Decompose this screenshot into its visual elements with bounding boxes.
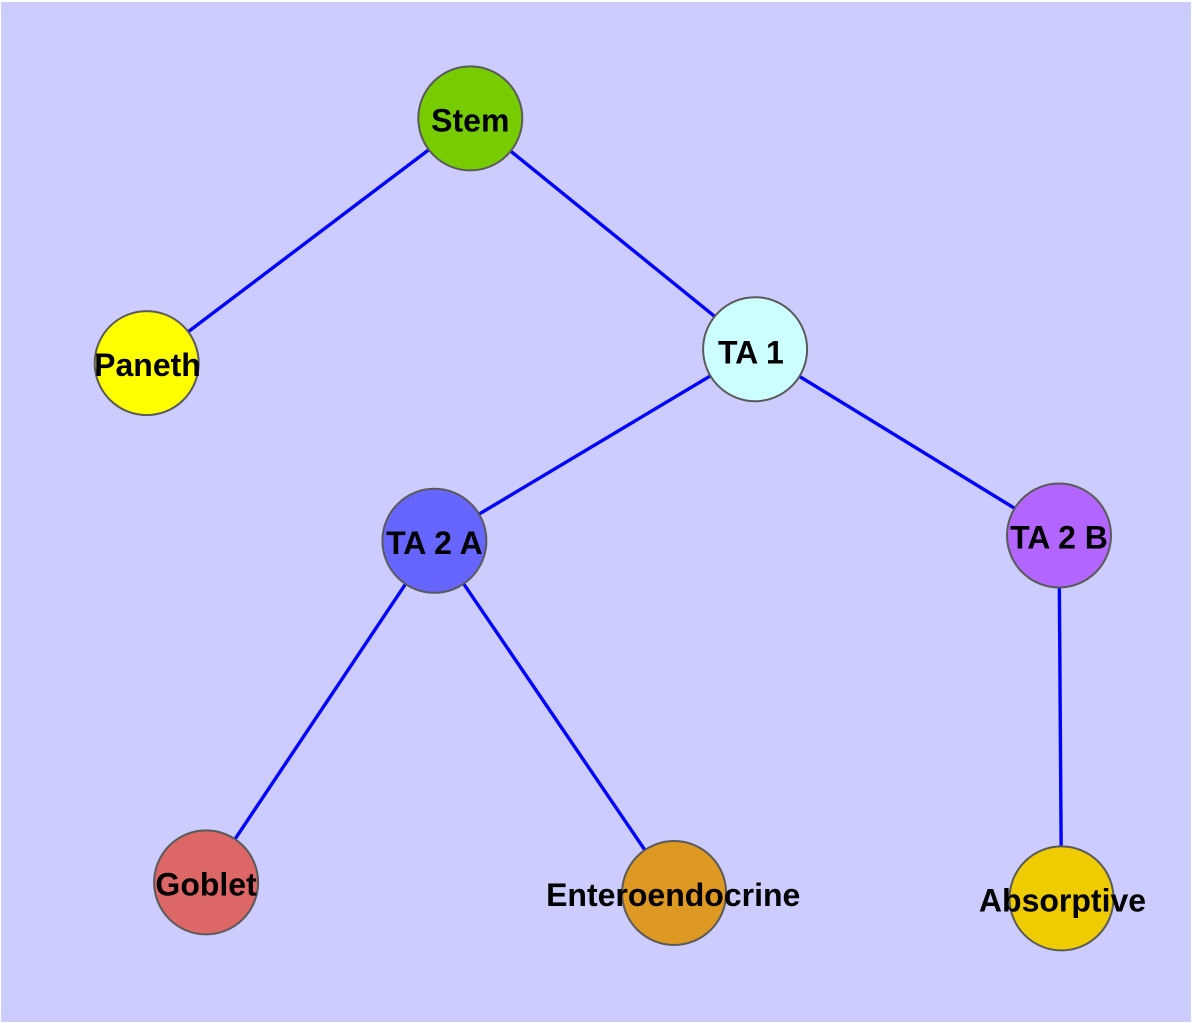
svg-text:Paneth: Paneth: [94, 347, 201, 383]
svg-text:Enteroendocrine: Enteroendocrine: [546, 877, 800, 913]
svg-text:TA 1: TA 1: [718, 335, 784, 371]
svg-text:TA 2 A: TA 2 A: [386, 525, 483, 561]
svg-text:Goblet: Goblet: [155, 866, 257, 902]
svg-text:Absorptive: Absorptive: [979, 882, 1146, 918]
svg-text:Stem: Stem: [431, 102, 509, 138]
svg-text:TA 2 B: TA 2 B: [1010, 520, 1108, 556]
